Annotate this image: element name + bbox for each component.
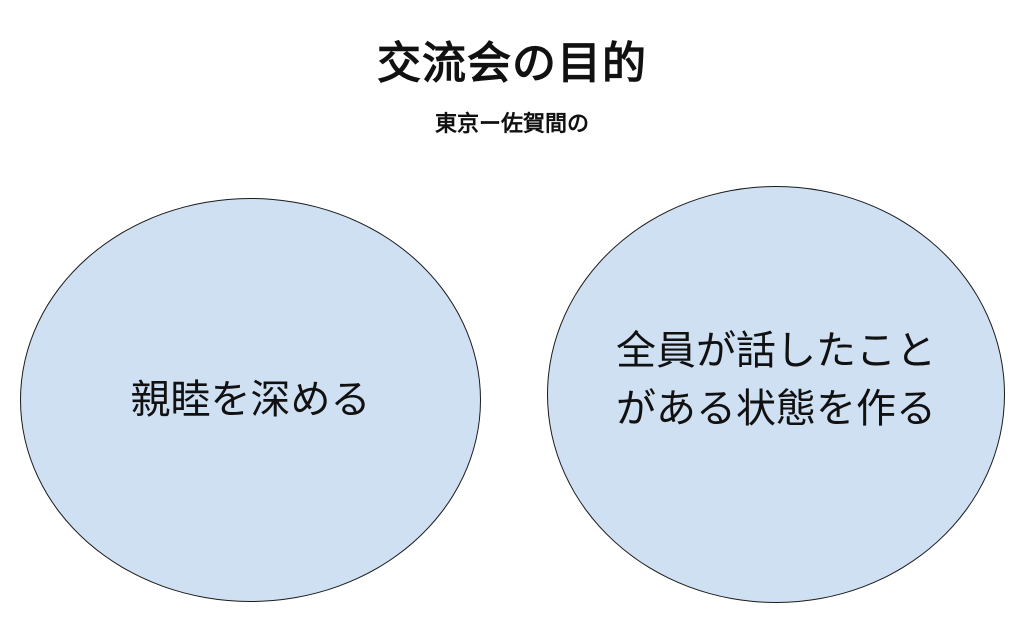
goal-circle-right: 全員が話したこと がある状態を作る: [547, 186, 1005, 603]
goal-left-line-1: 親睦を深める: [130, 377, 371, 423]
goal-right-line-2: がある状態を作る: [616, 385, 936, 432]
diagram-title: 交流会の目的: [377, 38, 647, 89]
goal-circle-left-text: 親睦を深める: [131, 371, 371, 429]
diagram-subtitle: 東京ー佐賀間の: [434, 112, 589, 137]
goal-right-line-1: 全員が話したこと: [616, 327, 936, 374]
goal-circle-right-text: 全員が話したこと がある状態を作る: [616, 322, 936, 438]
goal-circle-left: 親睦を深める: [20, 198, 481, 602]
